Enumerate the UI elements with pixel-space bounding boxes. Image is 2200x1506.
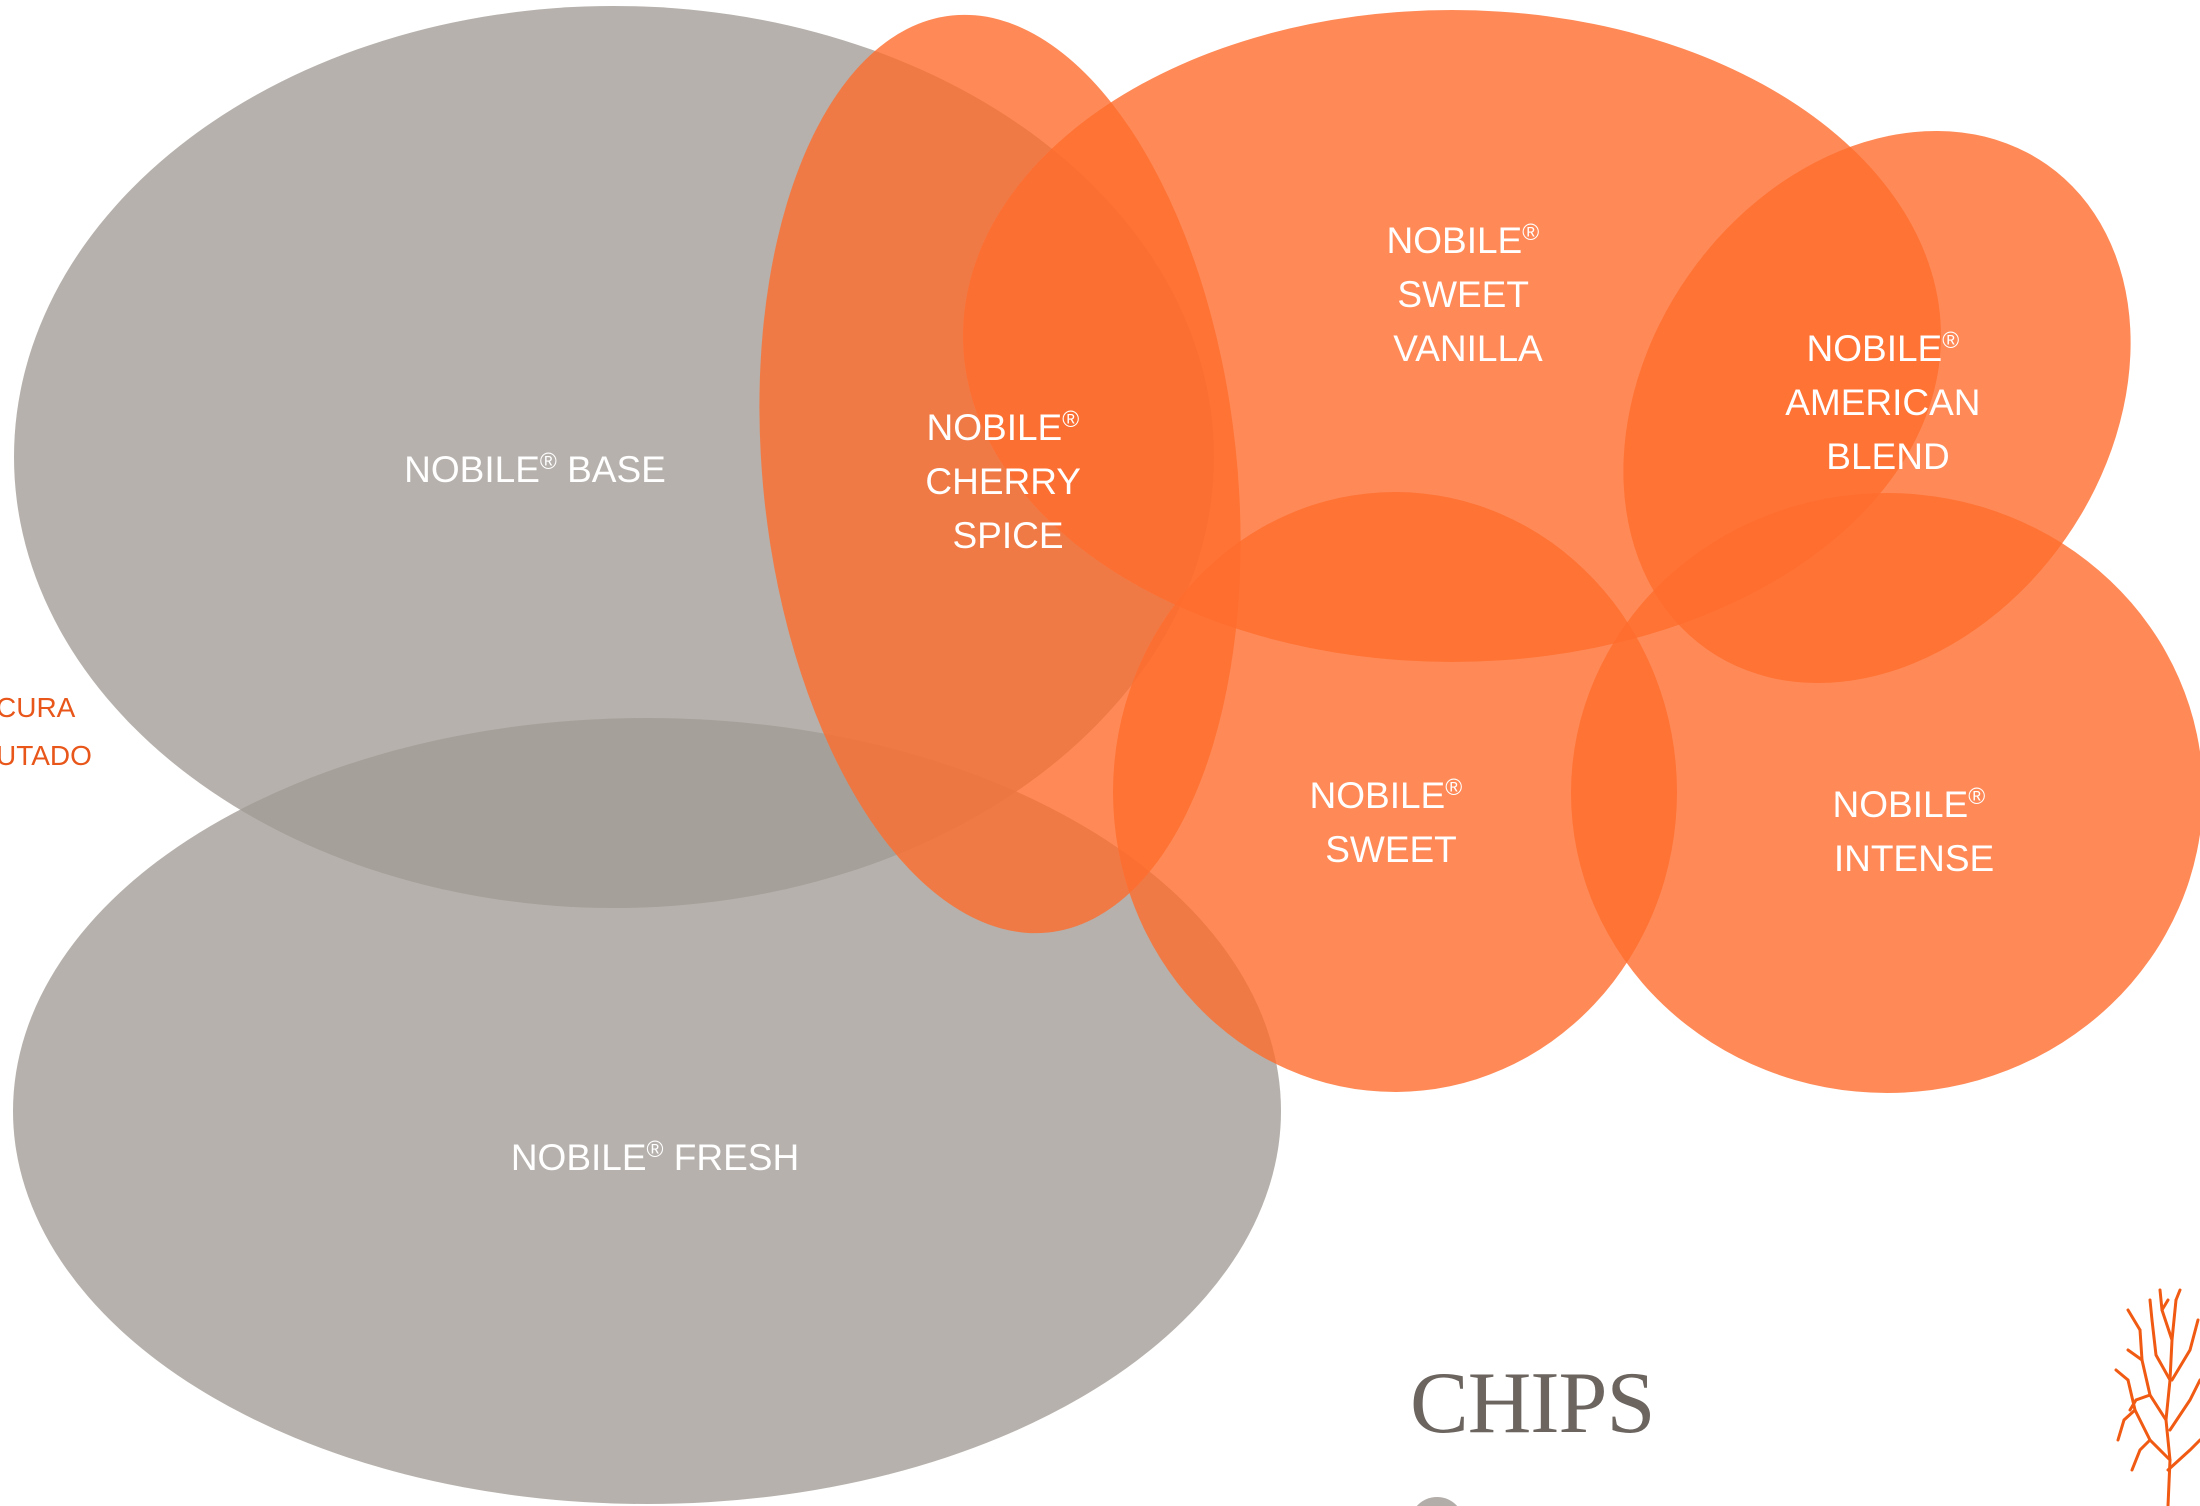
- label-base: NOBILE® BASE: [404, 448, 666, 490]
- label-american-blend: NOBILE® AMERICAN BLEND: [1785, 315, 1991, 477]
- ellipse-american-blend: [1623, 130, 2131, 684]
- grey-dot-icon: [1416, 1497, 1458, 1506]
- oak-tree-icon: [2114, 1288, 2200, 1506]
- label-intense: NOBILE® INTENSE: [1833, 771, 1996, 879]
- label-fresh: NOBILE® FRESH: [511, 1136, 799, 1178]
- ellipse-fresh: [13, 718, 1281, 1504]
- page-heading: CHIPS: [1410, 1355, 1654, 1452]
- ellipse-cherry-spice: [759, 14, 1241, 934]
- label-cherry-spice: NOBILE® CHERRY SPICE: [925, 394, 1090, 556]
- label-sweet: NOBILE® SWEET: [1310, 762, 1473, 870]
- ellipse-sweet: [1113, 492, 1677, 1092]
- label-sweet-vanilla: NOBILE® SWEET VANILLA: [1387, 207, 1550, 369]
- edge-text: CURA UTADO: [0, 692, 92, 771]
